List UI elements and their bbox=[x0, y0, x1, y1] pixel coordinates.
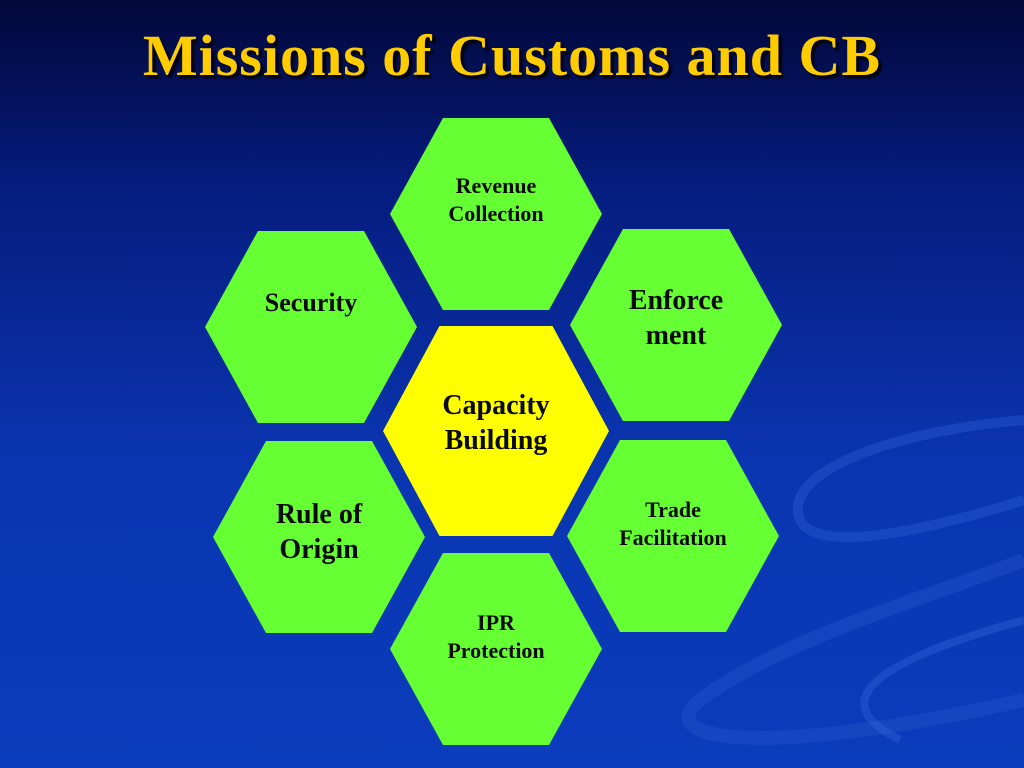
rule-of-origin-label-line2: Origin bbox=[279, 534, 359, 565]
ipr-label-line1: IPR bbox=[477, 610, 515, 635]
rule-of-origin-label-line1: Rule of bbox=[275, 499, 363, 530]
hexagon-ipr-protection: IPR Protection bbox=[390, 553, 602, 745]
revenue-collection-label: Revenue Collection bbox=[390, 172, 602, 227]
revenue-label-line2: Collection bbox=[448, 200, 544, 226]
hexagon-capacity-building: Capacity Building bbox=[383, 326, 609, 536]
security-label-line1: Security bbox=[264, 288, 358, 317]
rule-of-origin-label: Rule of Origin bbox=[213, 497, 425, 567]
enforcement-label-line1: Enforce bbox=[628, 285, 724, 316]
trade-facilitation-label: Trade Facilitation bbox=[567, 496, 779, 551]
trade-label-line1: Trade bbox=[645, 497, 701, 522]
enforcement-label: Enforce ment bbox=[570, 283, 782, 353]
capacity-label-line2: Building bbox=[444, 425, 548, 456]
ipr-protection-label: IPR Protection bbox=[390, 609, 602, 664]
trade-label-line2: Facilitation bbox=[619, 524, 727, 550]
capacity-label-line1: Capacity bbox=[442, 390, 550, 421]
hexagon-security: Security bbox=[205, 231, 417, 423]
hexagon-rule-of-origin: Rule of Origin bbox=[213, 441, 425, 633]
security-label: Security bbox=[205, 287, 417, 320]
revenue-label-line1: Revenue bbox=[455, 173, 537, 198]
slide-title: Missions of Customs and CB bbox=[142, 23, 882, 88]
capacity-building-label: Capacity Building bbox=[383, 388, 609, 458]
enforcement-label-line2: ment bbox=[645, 320, 707, 351]
hexagon-enforcement: Enforce ment bbox=[570, 229, 782, 421]
hexagon-revenue-collection: Revenue Collection bbox=[390, 118, 602, 310]
ipr-label-line2: Protection bbox=[447, 637, 545, 663]
hexagon-trade-facilitation: Trade Facilitation bbox=[567, 440, 779, 632]
